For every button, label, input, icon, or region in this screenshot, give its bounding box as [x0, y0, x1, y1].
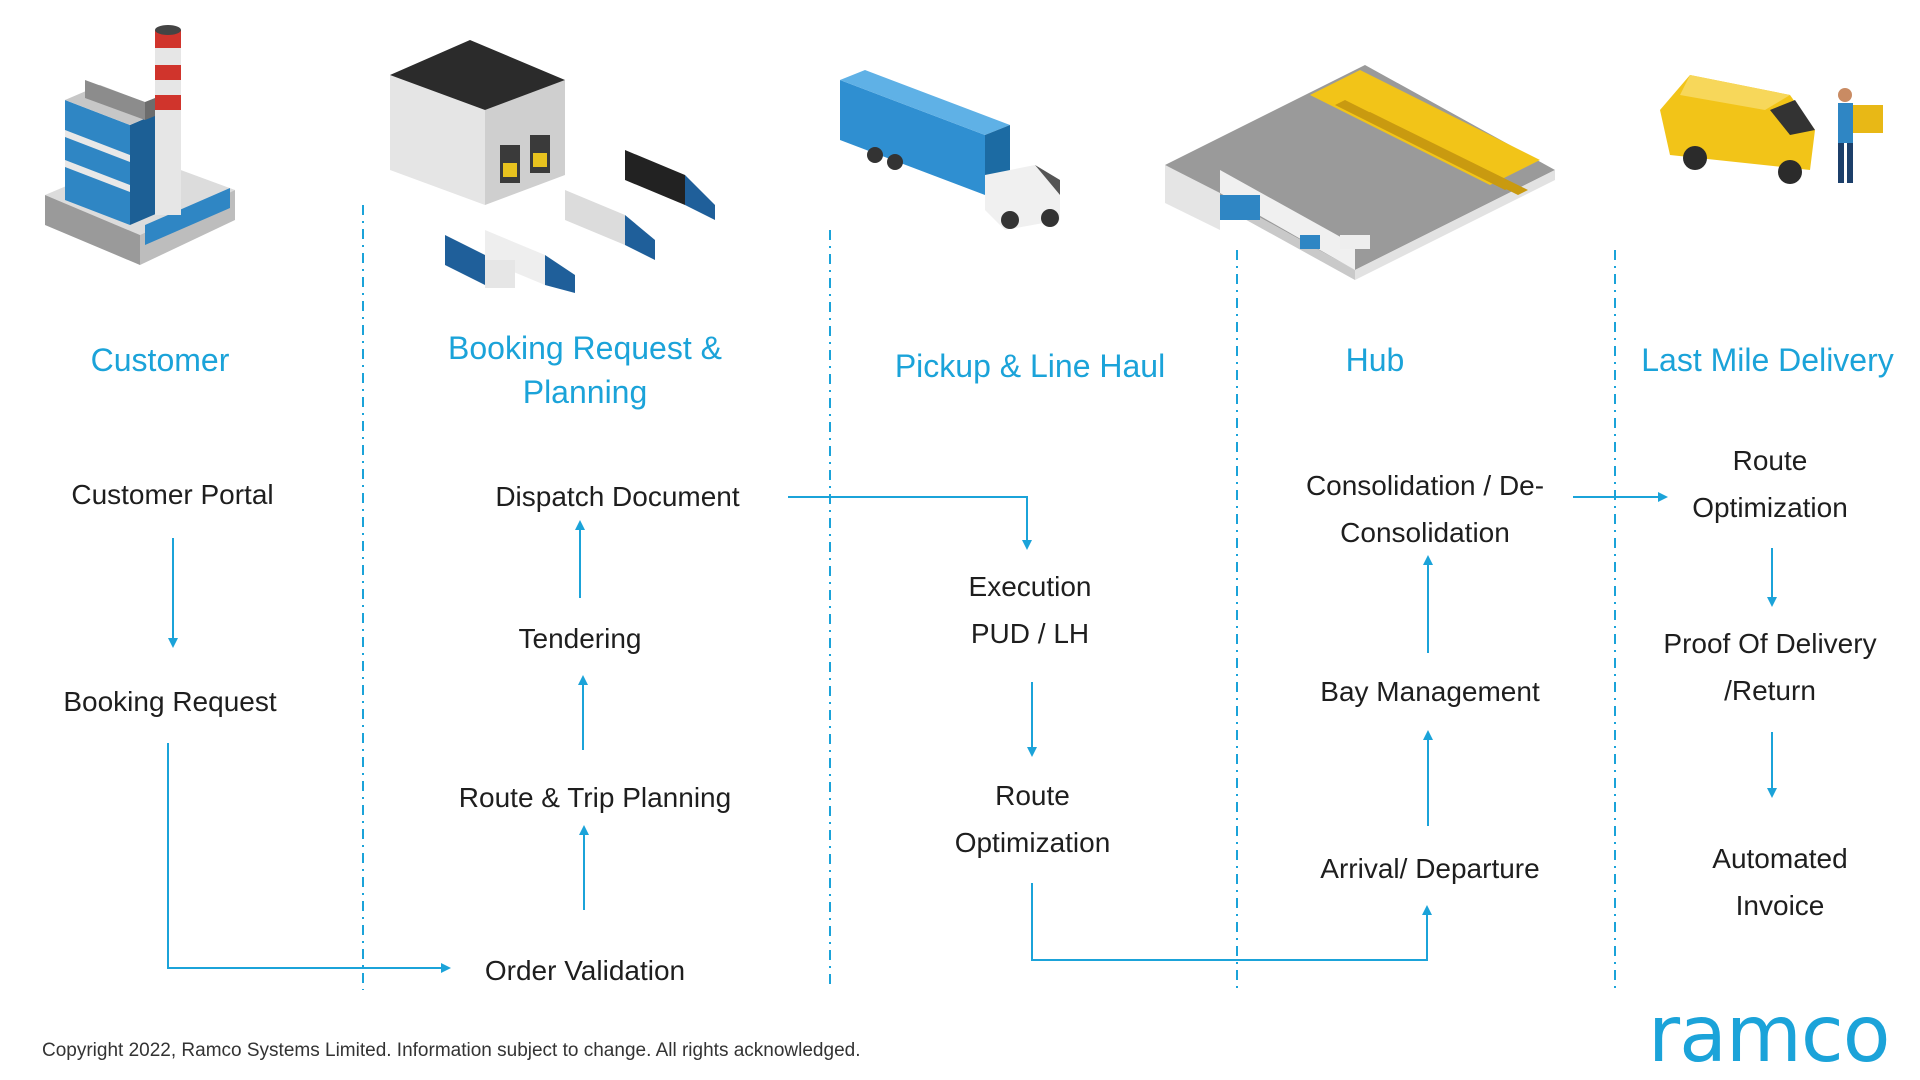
- step-automated-invoice: Automated Invoice: [1712, 843, 1848, 921]
- container-truck-icon: [840, 70, 1060, 230]
- lane-title-hub: Hub: [1345, 342, 1405, 378]
- step-route-optimization-lastmile: Route Optimization: [1692, 445, 1848, 523]
- warehouse-fleet-icon: [390, 40, 715, 293]
- arrow-dispatch-to-execution: [788, 496, 1032, 550]
- copyright-notice: Copyright 2022, Ramco Systems Limited. I…: [42, 1040, 861, 1061]
- hub-warehouse-icon: [1165, 65, 1555, 280]
- step-tendering: Tendering: [518, 623, 642, 654]
- lane-title-pickup: Pickup & Line Haul: [894, 348, 1166, 384]
- step-proof-of-delivery: Proof Of Delivery /Return: [1663, 628, 1877, 706]
- lane-title-booking: Booking Request & Planning: [448, 330, 722, 410]
- step-bay-management: Bay Management: [1320, 676, 1540, 707]
- step-execution-pud-lh: Execution PUD / LH: [968, 571, 1092, 649]
- arrow-booking-to-validation: [167, 743, 451, 973]
- lane-title-customer: Customer: [90, 342, 230, 378]
- delivery-van-icon: [1660, 75, 1883, 184]
- step-booking-request: Booking Request: [63, 686, 277, 717]
- arrow-route-to-arrival: [1031, 883, 1432, 961]
- step-route-optimization-pickup: Route Optimization: [954, 780, 1111, 858]
- step-consolidation: Consolidation / De-Consolidation: [1305, 470, 1545, 548]
- step-customer-portal: Customer Portal: [71, 479, 274, 510]
- step-arrival-departure: Arrival/ Departure: [1320, 853, 1540, 884]
- step-dispatch-document: Dispatch Document: [495, 481, 740, 512]
- factory-icon: [45, 25, 235, 265]
- lane-title-lastmile: Last Mile Delivery: [1641, 342, 1894, 378]
- ramco-logo: ramco: [1648, 990, 1890, 1080]
- step-order-validation: Order Validation: [484, 955, 686, 986]
- step-route-trip-planning: Route & Trip Planning: [458, 782, 732, 813]
